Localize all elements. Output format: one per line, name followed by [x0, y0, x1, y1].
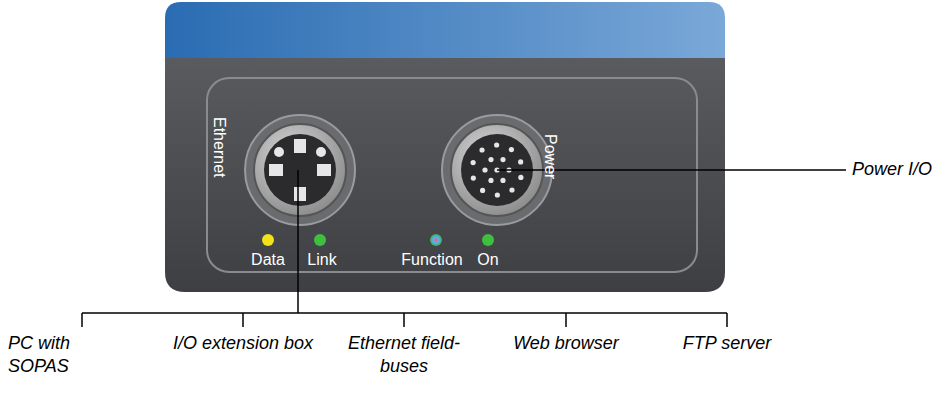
pin: [479, 147, 484, 152]
interface-label: Ethernet field-buses: [329, 332, 479, 377]
pin: [494, 142, 499, 147]
bracket: [82, 313, 727, 327]
pin: [488, 178, 493, 183]
pin: [482, 167, 487, 172]
function-led: [430, 234, 442, 246]
interface-label: Web browser: [491, 332, 641, 355]
led-label: Data: [251, 250, 285, 270]
port-label: Power: [540, 134, 560, 179]
port-label: Ethernet: [209, 117, 229, 177]
interface-label: Power I/O: [852, 158, 948, 181]
pin: [509, 187, 514, 192]
on-led: [482, 234, 494, 246]
led-label: Function: [401, 250, 462, 270]
housing-body: [165, 58, 725, 292]
interface-label: PC with SOPAS: [8, 332, 108, 377]
pin: [471, 160, 476, 165]
pin: [518, 159, 523, 164]
led-label: Link: [307, 250, 336, 270]
interface-label: FTP server: [652, 332, 802, 355]
ethernet-leader-line: [297, 170, 299, 313]
pin: [509, 147, 514, 152]
pin: [518, 175, 523, 180]
ethernet-connector: [245, 115, 355, 225]
pin: [500, 157, 505, 162]
pin: [495, 192, 500, 197]
interface-label: I/O extension box: [168, 332, 318, 355]
pin: [471, 175, 476, 180]
pin: [500, 178, 505, 183]
pin: [488, 157, 493, 162]
panel-outline: [207, 78, 697, 272]
pin: [480, 188, 485, 193]
data-led: [262, 234, 274, 246]
link-led: [314, 234, 326, 246]
led-label: On: [477, 250, 498, 270]
